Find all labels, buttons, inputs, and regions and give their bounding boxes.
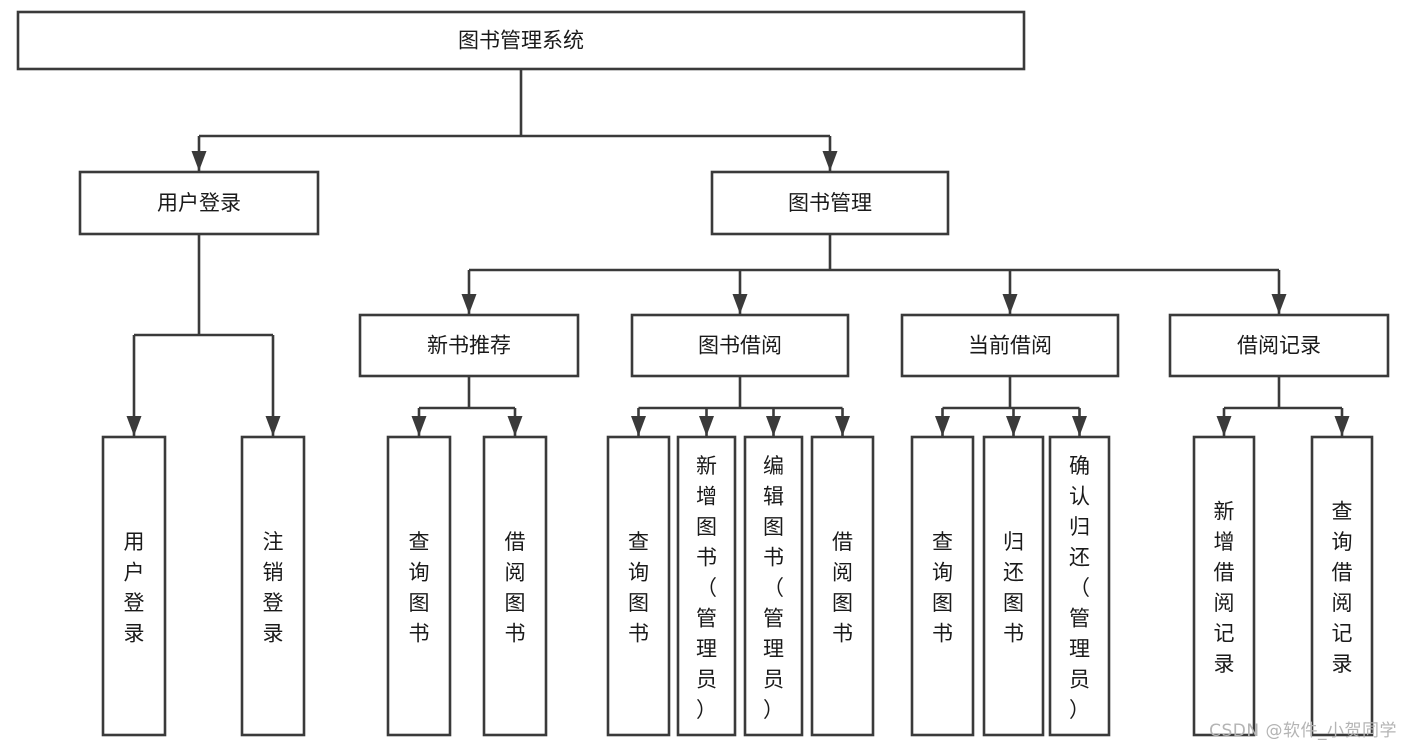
arrow-head-icon — [935, 416, 950, 436]
node-leaf-借阅图书-0-1[interactable]: 借阅图书 — [482, 435, 548, 737]
node-leaf-归还图书-2-1-rect — [982, 435, 1045, 737]
node-l2-借阅记录[interactable]: 借阅记录 — [1168, 313, 1390, 378]
node-leaf-借阅图书-1-3-rect — [810, 435, 875, 737]
node-leaf-确认归还管理员-2-2-rect — [1048, 435, 1111, 737]
arrow-head-icon — [1002, 294, 1018, 314]
node-l2-当前借阅-label: 当前借阅 — [968, 334, 1052, 358]
arrow-head-icon — [461, 294, 477, 314]
node-leaf-用户登录-0[interactable]: 用户登录 — [101, 435, 167, 737]
node-l1-图书管理-label: 图书管理 — [788, 191, 872, 215]
arrow-head-icon — [1216, 416, 1232, 436]
arrow-head-icon — [1271, 294, 1287, 314]
arrow-head-icon — [1334, 416, 1350, 436]
node-leaf-查询图书-1-0[interactable]: 查询图书 — [606, 435, 671, 737]
node-leaf-查询借阅记录-3-1-label: 查询借阅记录 — [1332, 500, 1353, 677]
node-leaf-编辑图书管理员-1-2[interactable]: 编辑图书（管理员） — [743, 435, 804, 737]
node-leaf-编辑图书管理员-1-2-rect — [743, 435, 804, 737]
node-l1-图书管理[interactable]: 图书管理 — [710, 170, 950, 236]
arrow-head-icon — [126, 416, 142, 436]
node-leaf-确认归还管理员-2-2[interactable]: 确认归还（管理员） — [1048, 435, 1111, 737]
node-leaf-注销登录-1[interactable]: 注销登录 — [240, 435, 306, 737]
node-leaf-新增图书管理员-1-1[interactable]: 新增图书（管理员） — [676, 435, 737, 737]
node-leaf-查询图书-2-0-rect — [910, 435, 975, 737]
node-leaf-借阅图书-0-1-rect — [482, 435, 548, 737]
arrow-head-icon — [507, 416, 523, 436]
node-leaf-用户登录-0-rect — [101, 435, 167, 737]
node-leaf-借阅图书-1-3[interactable]: 借阅图书 — [810, 435, 875, 737]
node-leaf-编辑图书管理员-1-2-label: 编辑图书（管理员） — [763, 454, 784, 722]
node-leaf-查询借阅记录-3-1-rect — [1310, 435, 1374, 737]
node-leaf-查询图书-1-0-rect — [606, 435, 671, 737]
node-root-图书管理系统-rect — [16, 10, 1026, 71]
node-l2-新书推荐-label: 新书推荐 — [427, 334, 511, 358]
node-l1-用户登录-label: 用户登录 — [157, 191, 241, 215]
node-leaf-归还图书-2-1[interactable]: 归还图书 — [982, 435, 1045, 737]
arrow-head-icon — [1006, 416, 1021, 436]
arrow-head-icon — [835, 416, 850, 436]
node-leaf-新增借阅记录-3-0-rect — [1192, 435, 1256, 737]
node-leaf-新增借阅记录-3-0[interactable]: 新增借阅记录 — [1192, 435, 1256, 737]
node-l1-用户登录[interactable]: 用户登录 — [78, 170, 320, 236]
node-leaf-归还图书-2-1-label: 归还图书 — [1003, 530, 1024, 646]
node-leaf-注销登录-1-rect — [240, 435, 306, 737]
node-leaf-查询图书-1-0-label: 查询图书 — [628, 530, 649, 646]
node-leaf-查询图书-2-0[interactable]: 查询图书 — [910, 435, 975, 737]
node-l2-当前借阅-rect — [900, 313, 1120, 378]
arrow-head-icon — [191, 151, 207, 171]
node-leaf-用户登录-0-label: 用户登录 — [124, 530, 145, 646]
arrow-head-icon — [1072, 416, 1087, 436]
node-l2-借阅记录-label: 借阅记录 — [1237, 334, 1321, 358]
node-l2-新书推荐[interactable]: 新书推荐 — [358, 313, 580, 378]
node-leaf-查询图书-0-0-label: 查询图书 — [409, 530, 430, 646]
node-l2-图书借阅-rect — [630, 313, 850, 378]
node-l2-新书推荐-rect — [358, 313, 580, 378]
node-l1-图书管理-rect — [710, 170, 950, 236]
node-l2-借阅记录-rect — [1168, 313, 1390, 378]
arrow-head-icon — [265, 416, 281, 436]
node-leaf-查询借阅记录-3-1[interactable]: 查询借阅记录 — [1310, 435, 1374, 737]
node-leaf-借阅图书-0-1-label: 借阅图书 — [505, 530, 526, 646]
node-root-图书管理系统[interactable]: 图书管理系统 — [16, 10, 1026, 71]
arrow-head-icon — [699, 416, 714, 436]
arrow-head-icon — [631, 416, 646, 436]
node-leaf-查询图书-0-0[interactable]: 查询图书 — [386, 435, 452, 737]
node-leaf-借阅图书-1-3-label: 借阅图书 — [832, 530, 853, 646]
node-leaf-新增图书管理员-1-1-rect — [676, 435, 737, 737]
node-leaf-新增图书管理员-1-1-label: 新增图书（管理员） — [696, 454, 717, 722]
arrow-head-icon — [822, 151, 838, 171]
node-l2-图书借阅-label: 图书借阅 — [698, 334, 782, 358]
node-leaf-查询图书-2-0-label: 查询图书 — [932, 530, 953, 646]
arrow-head-icon — [732, 294, 748, 314]
node-leaf-注销登录-1-label: 注销登录 — [263, 530, 284, 646]
node-l2-当前借阅[interactable]: 当前借阅 — [900, 313, 1120, 378]
node-leaf-确认归还管理员-2-2-label: 确认归还（管理员） — [1069, 454, 1090, 722]
node-l2-图书借阅[interactable]: 图书借阅 — [630, 313, 850, 378]
node-l1-用户登录-rect — [78, 170, 320, 236]
node-leaf-查询图书-0-0-rect — [386, 435, 452, 737]
arrow-head-icon — [766, 416, 781, 436]
node-root-图书管理系统-label: 图书管理系统 — [458, 29, 584, 53]
arrow-head-icon — [411, 416, 427, 436]
node-leaf-新增借阅记录-3-0-label: 新增借阅记录 — [1214, 500, 1235, 677]
